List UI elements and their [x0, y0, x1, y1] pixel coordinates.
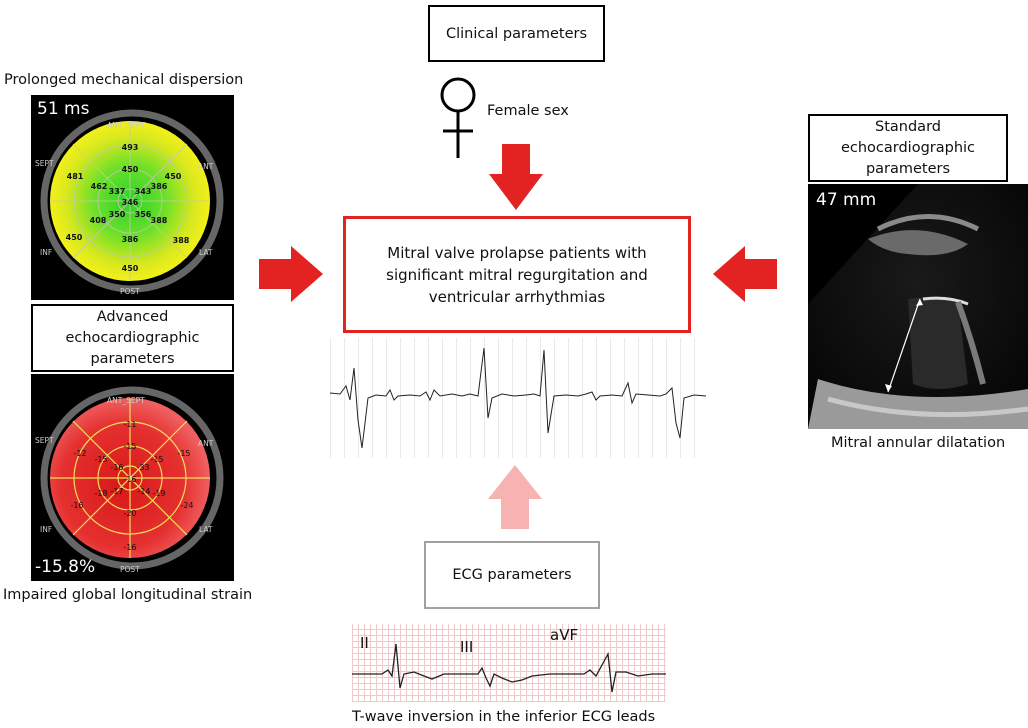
label-lat: LAT — [199, 248, 213, 257]
svg-text:356: 356 — [135, 210, 152, 219]
lead-ii-label: II — [360, 634, 369, 652]
ecg-caption: T-wave inversion in the inferior ECG lea… — [352, 709, 656, 725]
left-top-title: Prolonged mechanical dispersion — [4, 72, 244, 88]
svg-text:-15: -15 — [94, 455, 107, 464]
ecg-parameters-box: ECG parameters — [424, 541, 600, 609]
svg-text:337: 337 — [109, 187, 126, 196]
svg-text:450: 450 — [66, 233, 83, 242]
female-sex-label: Female sex — [487, 103, 569, 119]
ecg-parameters-title: ECG parameters — [452, 567, 572, 583]
mechanical-dispersion-panel: 51 ms ANT_SEPT ANT LAT POST INF SEPT 49 — [31, 95, 234, 300]
center-line-1: Mitral valve prolapse patients with — [387, 243, 647, 262]
svg-text:-16: -16 — [70, 501, 83, 510]
svg-text:-11: -11 — [123, 420, 136, 429]
advanced-echo-line-1: Advanced — [96, 308, 169, 325]
gls-value: -15.8% — [35, 557, 96, 577]
svg-text:SEPT: SEPT — [35, 436, 54, 445]
svg-text:386: 386 — [151, 182, 168, 191]
arrow-left-icon — [713, 246, 777, 302]
label-sept: SEPT — [35, 159, 54, 168]
svg-text:-33: -33 — [136, 463, 149, 472]
label-inf: INF — [40, 248, 52, 257]
standard-echo-line-1: Standard — [875, 118, 941, 135]
svg-text:408: 408 — [90, 216, 107, 225]
svg-text:450: 450 — [122, 165, 139, 174]
svg-text:-17: -17 — [110, 487, 123, 496]
arrow-right-icon — [259, 246, 323, 302]
svg-text:-16: -16 — [123, 475, 136, 484]
standard-echo-line-2: echocardiographic — [840, 139, 976, 156]
svg-text:450: 450 — [122, 264, 139, 273]
advanced-echo-line-2: echocardiographic — [65, 329, 200, 346]
label-ant-sept: ANT_SEPT — [107, 121, 145, 130]
svg-text:ANT: ANT — [198, 439, 214, 448]
svg-text:-16: -16 — [123, 543, 136, 552]
mechanical-dispersion-value: 51 ms — [37, 99, 90, 119]
svg-text:462: 462 — [91, 182, 108, 191]
svg-text:388: 388 — [151, 216, 168, 225]
center-box: Mitral valve prolapse patients with sign… — [343, 216, 691, 333]
echo-image — [808, 184, 1028, 429]
gls-panel: ANT_SEPT ANT LAT POST INF SEPT -11 -15 -24 -16… — [31, 374, 234, 581]
svg-text:-19: -19 — [152, 489, 165, 498]
ecg-rhythm-trace — [329, 347, 707, 449]
clinical-parameters-title: Clinical parameters — [446, 25, 587, 42]
gls-caption: Impaired global longitudinal strain — [3, 587, 253, 603]
annulus-caption: Mitral annular dilatation — [831, 435, 1006, 451]
svg-text:-18: -18 — [94, 489, 107, 498]
svg-text:INF: INF — [40, 525, 52, 534]
svg-text:-24: -24 — [180, 501, 193, 510]
ecg-lead-trace — [352, 643, 666, 693]
female-symbol-icon — [440, 77, 476, 158]
svg-text:-14: -14 — [137, 487, 150, 496]
lead-iii-label: III — [460, 638, 474, 656]
bullseye-strain-icon: ANT_SEPT ANT LAT POST INF SEPT -11 -15 -24 -16… — [35, 386, 224, 574]
center-line-3: ventricular arrhythmias — [428, 287, 606, 306]
svg-text:-15: -15 — [123, 442, 136, 451]
svg-text:-20: -20 — [123, 509, 136, 518]
standard-echo-line-3: parameters — [865, 160, 951, 177]
label-ant: ANT — [198, 162, 214, 171]
svg-text:-12: -12 — [73, 449, 86, 458]
advanced-echo-line-3: parameters — [90, 350, 175, 367]
svg-text:-16: -16 — [110, 463, 123, 472]
svg-text:350: 350 — [109, 210, 126, 219]
annulus-value: 47 mm — [816, 190, 877, 210]
svg-text:386: 386 — [122, 235, 139, 244]
arrow-down-icon — [489, 144, 543, 210]
svg-text:-15: -15 — [177, 449, 190, 458]
svg-text:LAT: LAT — [199, 525, 213, 534]
svg-text:343: 343 — [135, 187, 152, 196]
echo-image-panel: 47 mm — [808, 184, 1028, 429]
advanced-echo-box: Advanced echocardiographic parameters — [31, 304, 234, 372]
ecg-lead-panel: II III aVF — [352, 624, 666, 702]
svg-text:388: 388 — [173, 236, 190, 245]
lead-avf-label: aVF — [550, 626, 579, 644]
ecg-rhythm-strip — [329, 338, 707, 458]
clinical-parameters-box: Clinical parameters — [428, 5, 605, 62]
standard-echo-box: Standard echocardiographic parameters — [808, 114, 1008, 182]
bullseye-dispersion-icon: ANT_SEPT ANT LAT POST INF SEPT 493 450 388… — [35, 109, 224, 296]
svg-text:-15: -15 — [150, 455, 163, 464]
svg-text:493: 493 — [122, 143, 139, 152]
label-post: POST — [120, 287, 140, 296]
svg-text:481: 481 — [67, 172, 84, 181]
svg-text:450: 450 — [165, 172, 182, 181]
arrow-up-icon — [488, 465, 542, 529]
svg-text:346: 346 — [122, 198, 139, 207]
center-line-2: significant mitral regurgitation and — [386, 265, 648, 284]
svg-text:ANT_SEPT: ANT_SEPT — [107, 396, 145, 405]
svg-text:POST: POST — [120, 565, 140, 574]
